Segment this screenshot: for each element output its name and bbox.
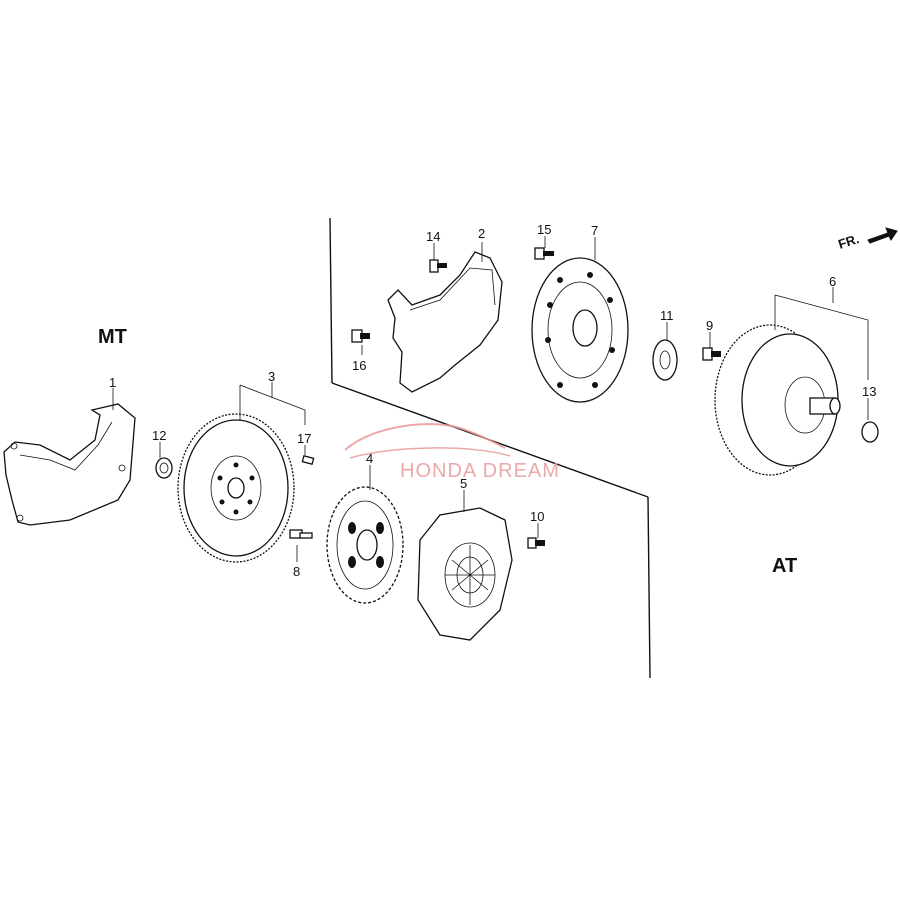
part-13-o-ring bbox=[861, 421, 879, 443]
part-15-bolt bbox=[534, 247, 554, 260]
leader-lines bbox=[112, 236, 869, 562]
watermark-text: HONDA DREAM bbox=[400, 460, 560, 482]
callout-2: 2 bbox=[478, 226, 485, 241]
callout-14: 14 bbox=[426, 229, 440, 244]
front-direction-indicator: FR. bbox=[836, 227, 898, 252]
callout-13: 13 bbox=[862, 384, 876, 399]
callout-15: 15 bbox=[537, 222, 551, 237]
part-7-drive-plate bbox=[531, 257, 629, 403]
callout-9: 9 bbox=[706, 318, 713, 333]
part-4-clutch-disc bbox=[326, 486, 404, 604]
callout-17: 17 bbox=[297, 431, 311, 446]
watermark-logo: HONDA DREAM bbox=[344, 423, 560, 482]
front-arrow-icon bbox=[867, 227, 898, 244]
part-12-bearing bbox=[155, 457, 173, 479]
callout-4: 4 bbox=[366, 451, 373, 466]
callout-3: 3 bbox=[268, 369, 275, 384]
part-8-bolt bbox=[289, 529, 313, 539]
callout-11: 11 bbox=[660, 308, 674, 323]
part-6-torque-converter bbox=[714, 324, 841, 476]
part-14-bolt bbox=[429, 259, 447, 273]
part-16-bolt bbox=[351, 329, 370, 343]
part-17-dowel-pin bbox=[301, 455, 315, 465]
part-9-bolt bbox=[702, 347, 721, 361]
callout-10: 10 bbox=[530, 509, 544, 524]
part-5-pressure-plate bbox=[417, 507, 513, 641]
callout-1: 1 bbox=[109, 375, 116, 390]
callout-16: 16 bbox=[352, 358, 366, 373]
part-10-bolt bbox=[527, 537, 545, 549]
part-3-flywheel bbox=[177, 413, 295, 563]
part-1-cover bbox=[3, 403, 136, 526]
callout-7: 7 bbox=[591, 223, 598, 238]
part-2-cover bbox=[387, 251, 503, 393]
callout-6: 6 bbox=[829, 274, 836, 289]
callout-12: 12 bbox=[152, 428, 166, 443]
callout-5: 5 bbox=[460, 476, 467, 491]
mt-label: MT bbox=[98, 326, 127, 348]
at-label: AT bbox=[772, 555, 797, 577]
part-11-plate bbox=[652, 339, 678, 381]
callout-8: 8 bbox=[293, 564, 300, 579]
front-label: FR. bbox=[836, 231, 861, 252]
callout-labels: 1 2 3 4 5 6 7 8 9 10 11 12 13 14 15 16 1… bbox=[109, 222, 876, 579]
